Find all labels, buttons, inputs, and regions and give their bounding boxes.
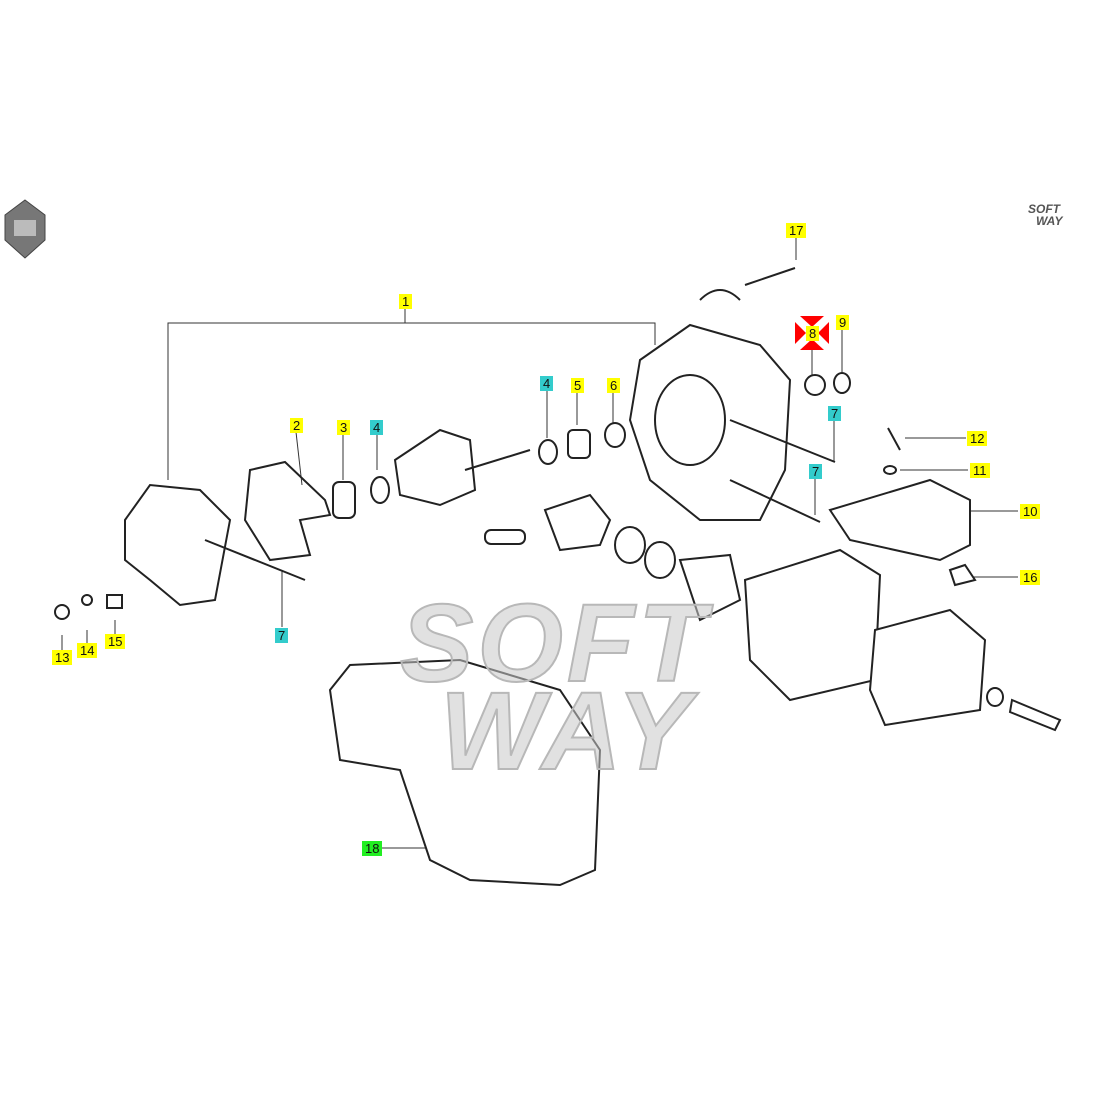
seal-ring [370,476,390,504]
crankshaft [393,428,477,507]
piston [543,493,612,552]
part-label-9[interactable]: 9 [836,315,850,330]
part-label-1[interactable]: 1 [399,294,413,309]
part-label-14[interactable]: 14 [77,643,98,658]
cylinder [743,548,882,702]
part-label-5[interactable]: 5 [571,378,585,393]
gasket [243,460,332,562]
engine-parts [54,267,1062,887]
bearing [332,481,356,519]
part-label-7[interactable]: 7 [828,406,842,421]
part-label-4[interactable]: 4 [370,420,384,435]
part-label-10[interactable]: 10 [1020,504,1041,519]
cylinder-head [868,608,987,727]
part-label-3[interactable]: 3 [337,420,351,435]
part-label-2[interactable]: 2 [290,418,304,433]
part-label-17[interactable]: 17 [786,223,807,238]
part-label-8-highlighted[interactable]: 8 [806,326,820,341]
part-label-13[interactable]: 13 [52,650,73,665]
part-label-12[interactable]: 12 [967,431,988,446]
part-label-6[interactable]: 6 [607,378,621,393]
assembled-engine [328,658,602,887]
spark-plug [1008,698,1062,732]
highlight-arrows-item-8 [795,316,829,350]
part-label-15[interactable]: 15 [105,634,126,649]
crankcase-left [124,483,232,607]
crankcase-right [628,323,792,521]
part-label-11[interactable]: 11 [970,463,990,478]
head-gasket [678,553,742,622]
cylinder-cover [828,478,971,562]
part-label-7[interactable]: 7 [275,628,289,643]
manufacturer-logo [4,199,46,259]
part-label-18[interactable]: 18 [362,841,383,856]
part-label-7[interactable]: 7 [809,464,823,479]
part-label-16[interactable]: 16 [1020,570,1041,585]
part-label-4[interactable]: 4 [540,376,554,391]
